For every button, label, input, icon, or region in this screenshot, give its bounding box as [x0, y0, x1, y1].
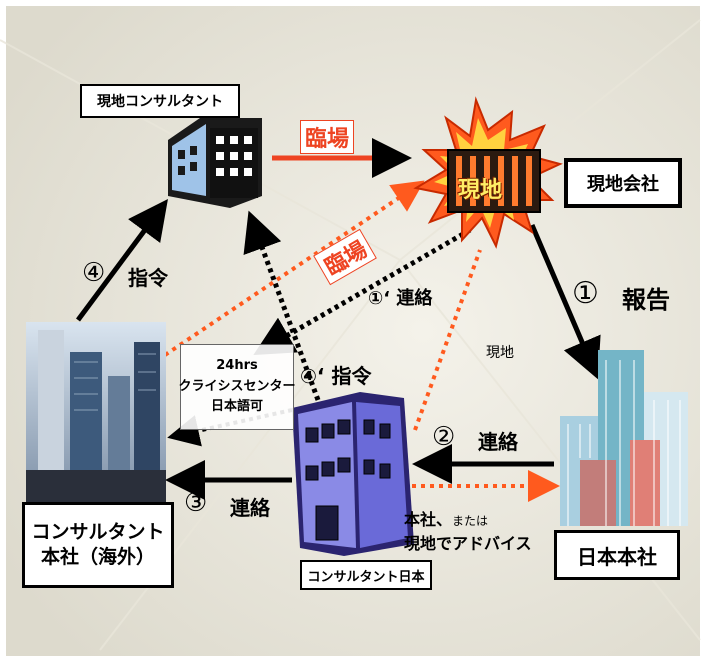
skyscrapers-icon — [560, 350, 688, 526]
burning-factory-icon — [413, 96, 563, 249]
crisis-center-note: 24hrs クライシスセンター 日本語可 — [178, 344, 296, 430]
contact-3-number: ③ — [184, 488, 208, 518]
visit-label-top: 臨場 — [300, 120, 355, 154]
report-number: ① — [572, 276, 599, 311]
crisis-line3: 日本語可 — [210, 399, 263, 415]
contact-2-label: 連絡 — [478, 430, 518, 454]
arrow-contact-1-dotted — [253, 227, 472, 355]
local-note: 現地 — [486, 345, 514, 361]
city-photo-icon — [26, 322, 166, 502]
consultant-hq-line1: コンサルタント — [31, 521, 165, 544]
instruct-4b-label: ④‘ 指令 — [300, 364, 372, 388]
node-local-consultant: 現地コンサルタント — [80, 84, 240, 118]
crisis-line2: クライシスセンター — [178, 378, 296, 394]
report-label: 報告 — [622, 286, 670, 314]
office-building-icon — [168, 118, 262, 208]
consultant-hq-line2: 本社（海外） — [40, 546, 155, 568]
advice-line1a: 本社、 — [404, 510, 453, 529]
node-local-company: 現地会社 — [564, 158, 682, 208]
crisis-line1: 24hrs — [216, 357, 258, 373]
node-consultant-japan: コンサルタント日本 — [300, 560, 432, 590]
instruct-4-number: ④ — [82, 258, 106, 288]
advice-line2: 現地でアドバイス — [404, 534, 532, 553]
node-consultant-hq: コンサルタント 本社（海外） — [22, 502, 174, 588]
instruct-4-label: 指令 — [128, 266, 168, 290]
arrow-visit-diag-dotted — [163, 180, 425, 357]
local-company-flame-label: 現地 — [458, 178, 503, 203]
arrow-instruct-4 — [75, 198, 168, 322]
advice-line1b: または — [452, 514, 489, 528]
contact-1-label: ①‘ 連絡 — [368, 288, 433, 309]
tilted-building-icon — [292, 392, 414, 556]
contact-3-label: 連絡 — [230, 496, 270, 520]
contact-2-number: ② — [432, 422, 456, 452]
arrow-report — [529, 224, 601, 380]
advice-note: 本社、または 現地でアドバイス — [404, 508, 532, 556]
node-japan-hq: 日本本社 — [554, 530, 680, 580]
